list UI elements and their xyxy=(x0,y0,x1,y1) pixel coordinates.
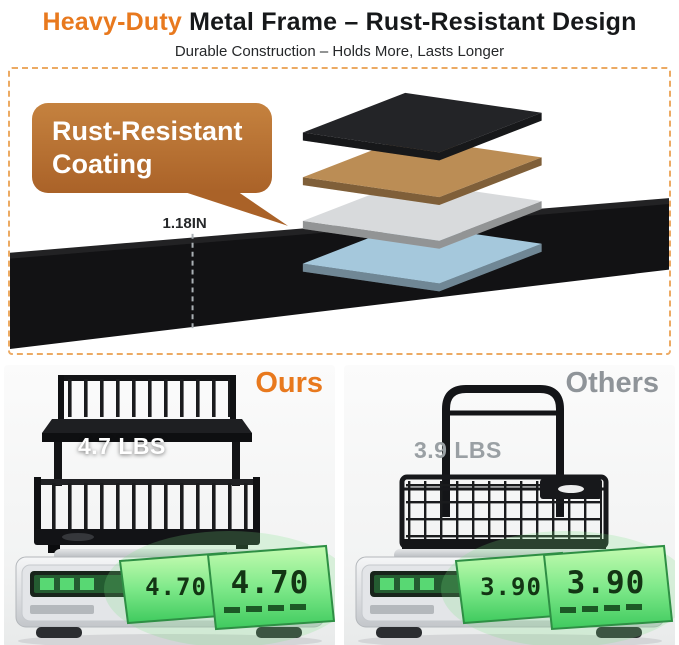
ours-label: Ours xyxy=(255,367,323,399)
subtitle: Durable Construction – Holds More, Lasts… xyxy=(174,43,505,60)
ours-weight-label: 4.7 LBS xyxy=(78,433,166,459)
ours-rack xyxy=(34,375,260,553)
page-title: Heavy-Duty Metal Frame – Rust-Resistant … xyxy=(0,0,679,37)
coating-diagram-canvas: 1.18IN xyxy=(10,92,669,350)
rust-resistant-callout-label: Rust-Resistant Coating xyxy=(52,116,243,179)
coating-layer-silver xyxy=(302,181,542,249)
coating-layer-bronze xyxy=(302,137,542,206)
comparison-section: 4.70 4.70 Ours 4.7 LBS xyxy=(0,365,679,645)
others-display-zoom: 3.90 3.90 xyxy=(454,544,674,631)
others-reading-small: 3.90 xyxy=(480,573,542,601)
coating-diagram-box: 1.18IN Rust xyxy=(8,67,671,355)
others-product-panel: 3.90 3.90 Others 3.9 LBS xyxy=(344,365,675,645)
others-label: Others xyxy=(565,367,659,399)
coating-layer-blue xyxy=(302,223,542,292)
title-highlight: Heavy-Duty xyxy=(42,8,182,36)
others-weight-label: 3.9 LBS xyxy=(414,437,502,463)
others-reading-large: 3.90 xyxy=(567,565,646,601)
ours-reading-small: 4.70 xyxy=(145,573,207,601)
coating-layer-black xyxy=(302,92,542,161)
ours-product-panel: 4.70 4.70 Ours 4.7 LBS xyxy=(4,365,335,645)
ours-reading-large: 4.70 xyxy=(231,565,310,601)
others-product-photo: 3.90 3.90 xyxy=(355,385,675,645)
thickness-label: 1.18IN xyxy=(162,215,206,232)
rust-resistant-callout: Rust-Resistant Coating xyxy=(32,103,272,193)
title-rest: Metal Frame – Rust-Resistant Design xyxy=(182,8,637,36)
others-rack xyxy=(399,385,609,551)
ours-product-photo: 4.70 4.70 xyxy=(15,375,335,645)
ours-display-zoom: 4.70 4.70 xyxy=(118,544,335,631)
